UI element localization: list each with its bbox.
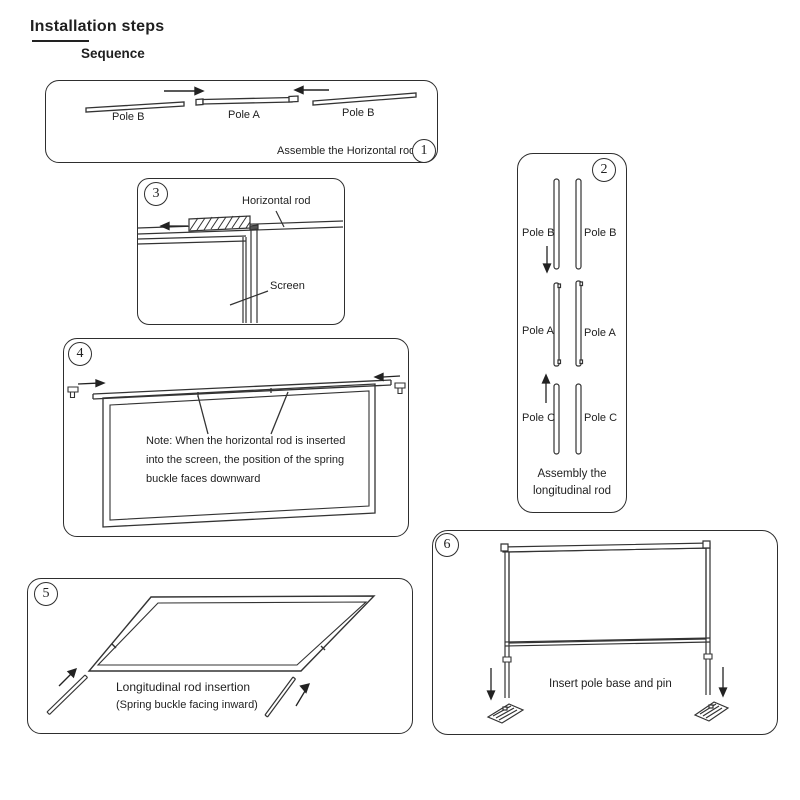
right-rail-joint <box>321 646 325 650</box>
pole-b-left-label: Pole B <box>522 227 555 239</box>
screen-label: Screen <box>270 280 305 292</box>
step4-screen-rod-drawing <box>64 339 407 535</box>
screen-frame-inner <box>98 602 366 665</box>
pole-c-right-drawing <box>576 384 581 454</box>
pole-b-right-drawing <box>313 93 416 105</box>
longitudinal-rod-right <box>265 677 296 717</box>
screen-inner-frame <box>110 391 369 520</box>
step6-panel: Insert pole base and pin 6 <box>432 530 778 735</box>
title-underline <box>32 40 89 42</box>
pole-b-left-drawing <box>86 102 184 112</box>
pole-a-label: Pole A <box>228 109 260 121</box>
top-bar-left-cap <box>501 544 508 551</box>
arrow-right-icon <box>164 88 203 95</box>
pole-c-right-label: Pole C <box>584 412 618 424</box>
step6-caption: Insert pole base and pin <box>549 678 672 690</box>
screen-top-edge <box>138 236 246 239</box>
step1-poles-drawing <box>46 81 439 164</box>
arrow-down-icon <box>544 246 551 272</box>
step6-stand-drawing <box>433 531 776 733</box>
step2-caption: Assembly the longitudinal rod <box>518 466 626 500</box>
pole-a-drawing <box>203 98 292 105</box>
left-leg-collar <box>503 657 511 662</box>
screen-surface <box>509 548 706 643</box>
pole-a-left-drawing <box>554 283 559 366</box>
spring-buckle-right <box>395 383 405 394</box>
horizontal-rod-top <box>93 380 391 394</box>
step2-number-badge: 2 <box>592 158 616 182</box>
horizontal-rod-label: Horizontal rod <box>242 195 311 207</box>
right-leg-collar <box>704 654 712 659</box>
pole-b-left-drawing <box>554 179 559 269</box>
note-leader-right <box>271 392 288 434</box>
arrow-up-right-icon <box>296 684 309 706</box>
spring-buckle-left <box>68 387 78 398</box>
pole-a-right-drawing <box>576 281 581 366</box>
pole-b-left-label: Pole B <box>112 111 145 123</box>
bottom-bar <box>505 638 710 642</box>
arrow-down-icon <box>488 668 495 699</box>
horizontal-rod-leader-line <box>276 211 284 227</box>
arrow-left-icon <box>295 87 329 94</box>
arrow-left-icon <box>375 374 400 381</box>
step2-caption-line2: longitudinal rod <box>532 485 611 497</box>
step3-number-badge: 3 <box>144 182 168 206</box>
step3-rod-screen-drawing <box>138 179 343 323</box>
step2-panel: Pole B Pole B Pole A Pole A Pole C Pole … <box>517 153 627 513</box>
step5-caption: Longitudinal rod insertion <box>116 680 251 694</box>
step6-number-badge: 6 <box>435 533 459 557</box>
step5-frame-drawing <box>28 579 411 732</box>
arrow-right-icon <box>78 380 104 387</box>
step3-panel: Horizontal rod Screen 3 <box>137 178 345 325</box>
pole-base-right <box>695 702 728 721</box>
step2-caption-line1: Assembly the <box>537 468 607 480</box>
left-rail-joint <box>112 644 116 648</box>
note-leader-left <box>198 396 208 434</box>
spring-pin-right <box>580 282 583 286</box>
hatch-lines <box>190 216 250 230</box>
step5-number-badge: 5 <box>34 582 58 606</box>
step2-poles-drawing <box>518 154 625 511</box>
page-subtitle: Sequence <box>81 46 145 61</box>
longitudinal-rod-left <box>47 675 88 715</box>
top-bar-right-cap <box>703 541 710 548</box>
pole-c-left-drawing <box>554 384 559 454</box>
arrow-left-icon <box>161 223 188 230</box>
step1-number-badge: 1 <box>412 139 436 163</box>
step5-subcaption: (Spring buckle facing inward) <box>116 699 258 711</box>
pole-a-left-cap <box>196 99 203 105</box>
step5-panel: Longitudinal rod insertion (Spring buckl… <box>27 578 413 734</box>
pole-b-right-drawing <box>576 179 581 269</box>
pole-c-left-label: Pole C <box>522 412 556 424</box>
pole-a-right-cap <box>289 96 298 102</box>
pole-a-left-label: Pole A <box>522 325 554 337</box>
spring-pin-left <box>558 284 561 288</box>
step4-note-line1: Note: When the horizontal rod is inserte… <box>146 435 346 447</box>
arrow-up-icon <box>543 375 550 403</box>
screen-frame-outer <box>89 596 374 671</box>
pole-base-left <box>488 704 523 723</box>
step1-panel: Pole B Pole A Pole B Assemble the Horizo… <box>45 80 438 163</box>
pole-b-right-label: Pole B <box>342 107 375 119</box>
step4-note-line2: into the screen, the position of the spr… <box>146 454 345 466</box>
step4-note-line3: buckle faces downward <box>146 473 261 485</box>
step4-number-badge: 4 <box>68 342 92 366</box>
pole-a-right-label: Pole A <box>584 327 616 339</box>
arrow-down-icon <box>720 667 727 696</box>
horizontal-rod-bottom <box>93 385 391 399</box>
step1-caption: Assemble the Horizontal rod <box>277 145 416 157</box>
page-title: Installation steps <box>30 18 165 35</box>
step4-panel: Note: When the horizontal rod is inserte… <box>63 338 409 537</box>
pole-b-right-label: Pole B <box>584 227 617 239</box>
arrow-up-right-icon <box>59 669 76 686</box>
screen-leader-line <box>230 291 268 305</box>
